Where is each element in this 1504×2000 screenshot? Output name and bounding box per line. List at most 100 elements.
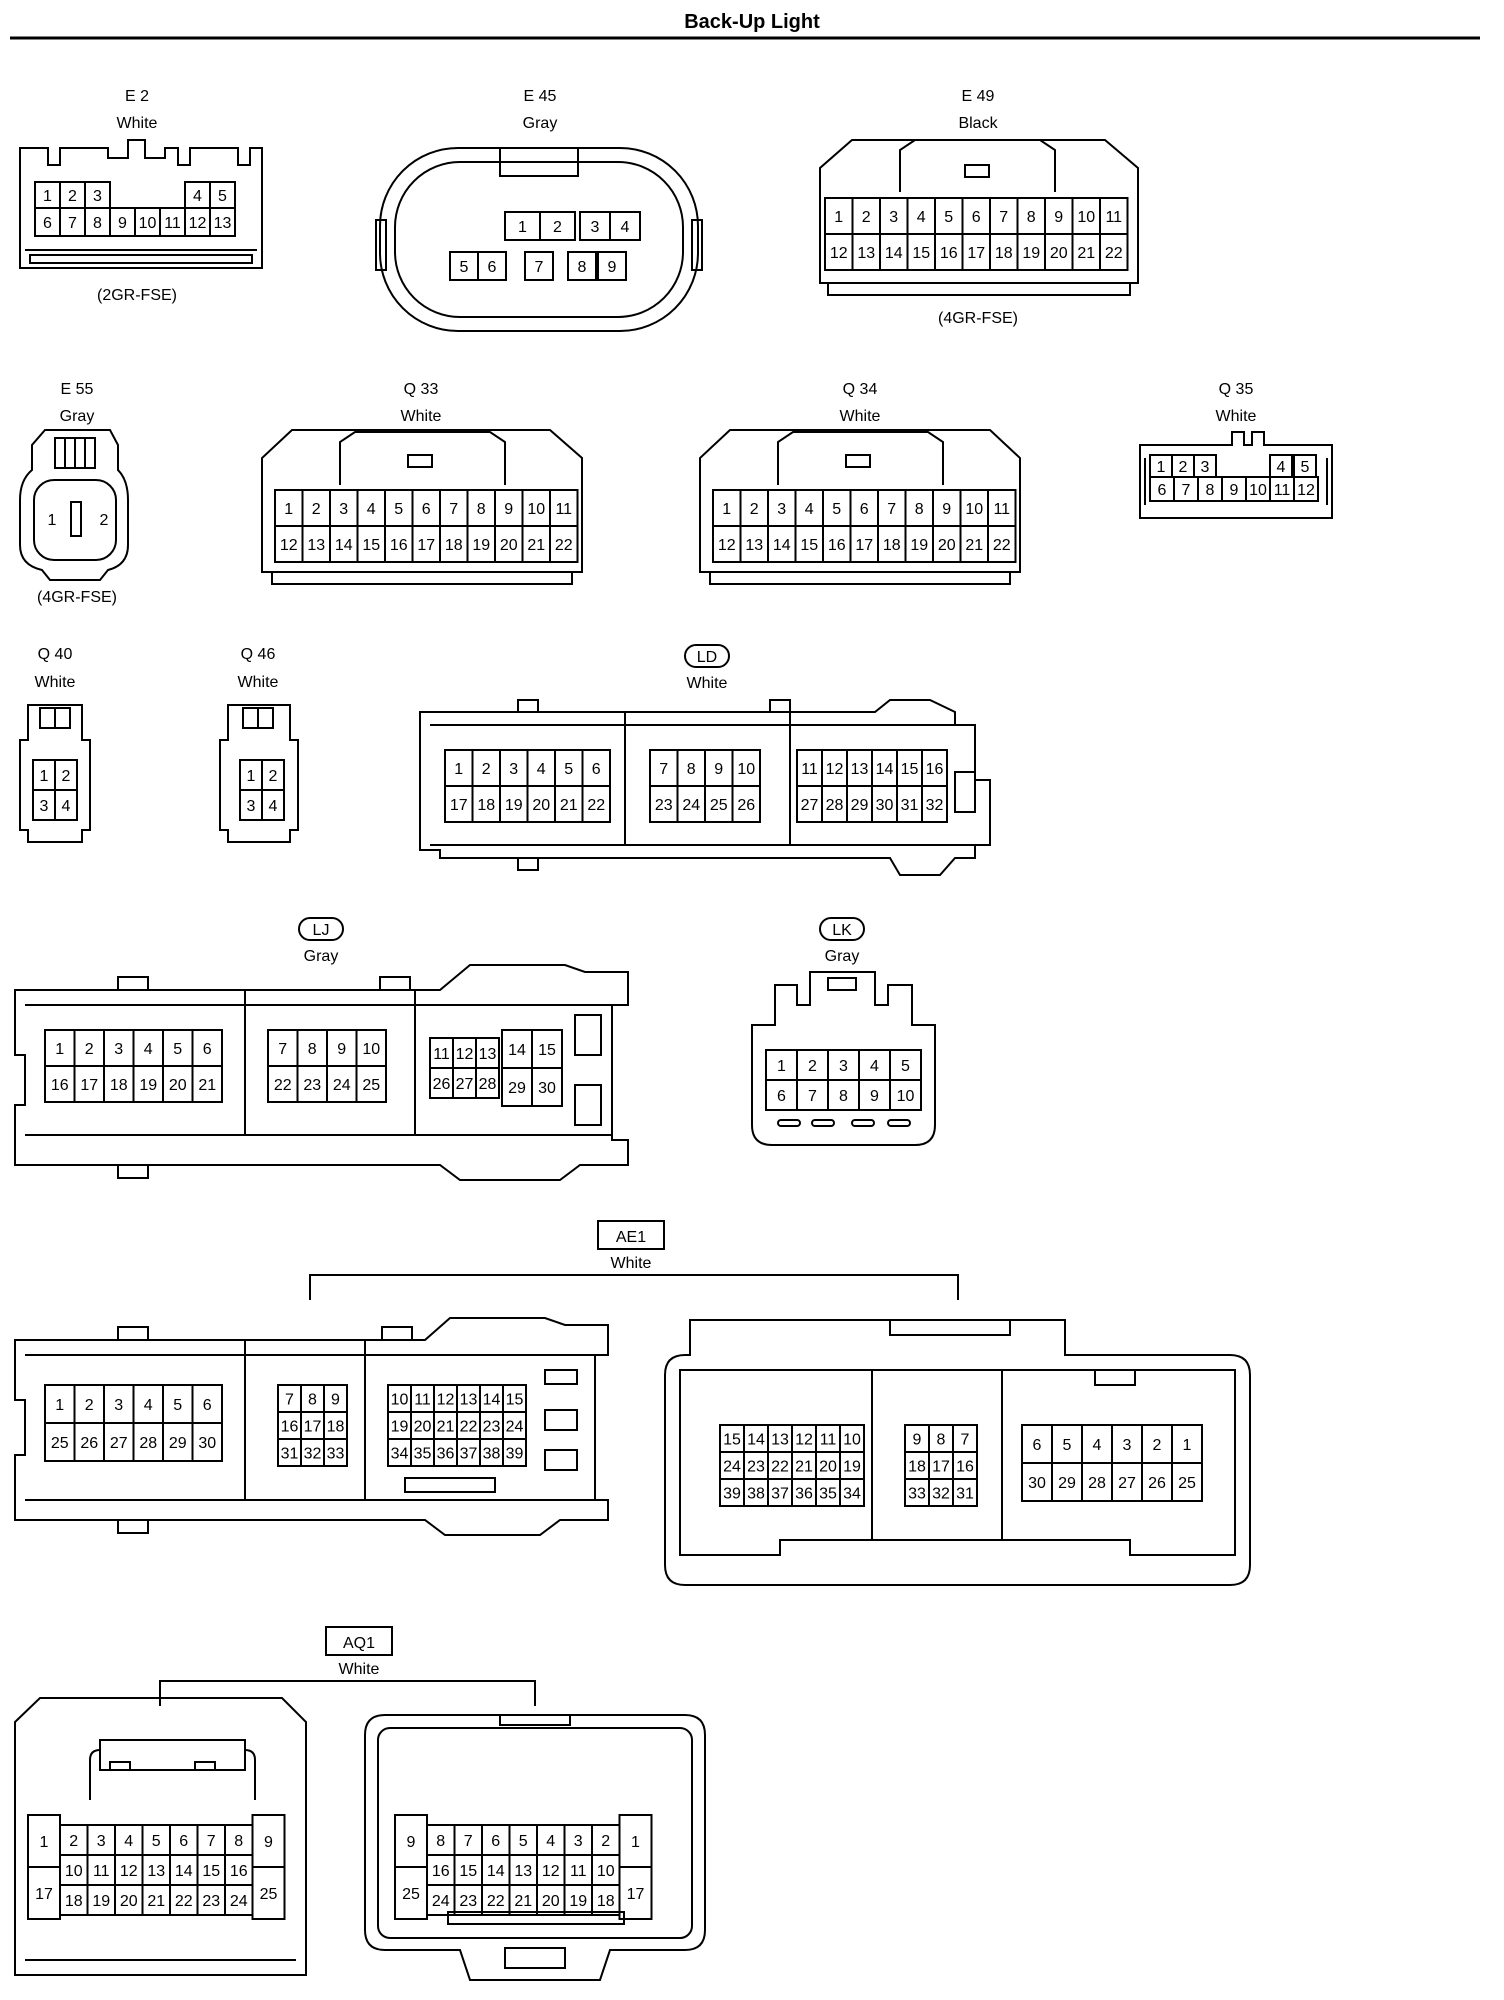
pin-number: 19 bbox=[1022, 245, 1040, 262]
pin-number: 4 bbox=[805, 501, 814, 518]
pin-number: 5 bbox=[460, 259, 469, 276]
pin-number: 4 bbox=[193, 188, 202, 205]
pin-number: 17 bbox=[417, 537, 435, 554]
pin-cell bbox=[889, 1079, 922, 1111]
pin-number: 4 bbox=[621, 219, 630, 236]
pin-number: 4 bbox=[870, 1058, 879, 1075]
pin-number: 19 bbox=[472, 537, 490, 554]
pin-number: 20 bbox=[1050, 245, 1068, 262]
pin-number: 8 bbox=[308, 1041, 317, 1058]
pin-number: 16 bbox=[940, 245, 958, 262]
pin-number: 9 bbox=[337, 1041, 346, 1058]
pin-number: 5 bbox=[152, 1833, 161, 1850]
pin-number: 14 bbox=[747, 1432, 765, 1449]
pin-number: 16 bbox=[390, 537, 408, 554]
pin-number: 6 bbox=[972, 209, 981, 226]
pin-number: 8 bbox=[687, 761, 696, 778]
pin-number: 15 bbox=[459, 1863, 477, 1880]
connector-id: AE1 bbox=[616, 1229, 646, 1246]
pin-number: 16 bbox=[828, 537, 846, 554]
pin-number: 7 bbox=[464, 1833, 473, 1850]
pin-number: 24 bbox=[432, 1893, 450, 1910]
pin-number: 5 bbox=[173, 1041, 182, 1058]
pin-number: 4 bbox=[546, 1833, 555, 1850]
pin-number: 26 bbox=[80, 1435, 98, 1452]
pin-number: 3 bbox=[509, 761, 518, 778]
pin-number: 19 bbox=[505, 797, 523, 814]
pin-number: 39 bbox=[723, 1486, 741, 1503]
pin-number: 17 bbox=[932, 1459, 950, 1476]
connector-color: White bbox=[35, 674, 76, 691]
pin-number: 20 bbox=[169, 1077, 187, 1094]
pin-number: 11 bbox=[1274, 482, 1291, 499]
connector-housing bbox=[219, 704, 299, 843]
pin-number: 6 bbox=[1033, 1437, 1042, 1454]
pin-number: 23 bbox=[655, 797, 673, 814]
pin-number: 16 bbox=[230, 1863, 248, 1880]
pin-number: 8 bbox=[234, 1833, 243, 1850]
pin-number: 28 bbox=[826, 797, 844, 814]
pin-cell bbox=[251, 1866, 286, 1920]
pin-number: 3 bbox=[247, 798, 256, 815]
pin-number: 11 bbox=[555, 501, 572, 518]
pin-number: 25 bbox=[362, 1077, 380, 1094]
pin-number: 28 bbox=[139, 1435, 157, 1452]
pin-number: 22 bbox=[771, 1459, 789, 1476]
pin-number: 23 bbox=[459, 1893, 477, 1910]
pin-cell bbox=[987, 525, 1017, 563]
pin-cell bbox=[581, 785, 611, 823]
pin-number: 18 bbox=[883, 537, 901, 554]
pin-number: 29 bbox=[851, 797, 869, 814]
pin-number: 13 bbox=[771, 1432, 789, 1449]
pin-number: 29 bbox=[1058, 1475, 1076, 1492]
pin-number: 26 bbox=[737, 797, 755, 814]
pin-number: 2 bbox=[862, 209, 871, 226]
pin-number: 24 bbox=[506, 1419, 524, 1436]
pin-number: 15 bbox=[202, 1863, 220, 1880]
pin-number: 12 bbox=[456, 1046, 474, 1063]
pin-number: 18 bbox=[65, 1893, 83, 1910]
pin-number: 6 bbox=[422, 501, 431, 518]
pin-number: 5 bbox=[901, 1058, 910, 1075]
pin-number: 12 bbox=[542, 1863, 560, 1880]
pin-number: 19 bbox=[910, 537, 928, 554]
pin-number: 6 bbox=[860, 501, 869, 518]
pin-number: 13 bbox=[857, 245, 875, 262]
pin-number: 20 bbox=[938, 537, 956, 554]
connector-id: AQ1 bbox=[343, 1635, 375, 1652]
pin-number: 25 bbox=[710, 797, 728, 814]
pin-number: 7 bbox=[659, 761, 668, 778]
pin-number: 34 bbox=[391, 1446, 409, 1463]
connector-id-box bbox=[298, 917, 344, 941]
pin-number: 15 bbox=[912, 245, 930, 262]
pin-number: 21 bbox=[527, 537, 545, 554]
pin-number: 1 bbox=[40, 768, 49, 785]
connector-color: White bbox=[117, 115, 158, 132]
pin-number: 3 bbox=[591, 219, 600, 236]
pin-number: 1 bbox=[518, 219, 527, 236]
pin-number: 13 bbox=[745, 537, 763, 554]
pin-number: 12 bbox=[280, 537, 298, 554]
pin-number: 4 bbox=[269, 798, 278, 815]
connector-housing-left bbox=[14, 1697, 307, 1976]
pin-number: 16 bbox=[926, 761, 944, 778]
pin-number: 8 bbox=[915, 501, 924, 518]
pin-number: 16 bbox=[281, 1419, 299, 1436]
connector-id: E 45 bbox=[524, 88, 557, 105]
pin-number: 17 bbox=[304, 1419, 322, 1436]
connector-color: Gray bbox=[523, 115, 558, 132]
pin-number: 2 bbox=[1179, 459, 1188, 476]
pin-number: 12 bbox=[826, 761, 844, 778]
pin-cell bbox=[567, 251, 597, 281]
pin-number: 9 bbox=[407, 1834, 416, 1851]
pin-number: 13 bbox=[479, 1046, 497, 1063]
